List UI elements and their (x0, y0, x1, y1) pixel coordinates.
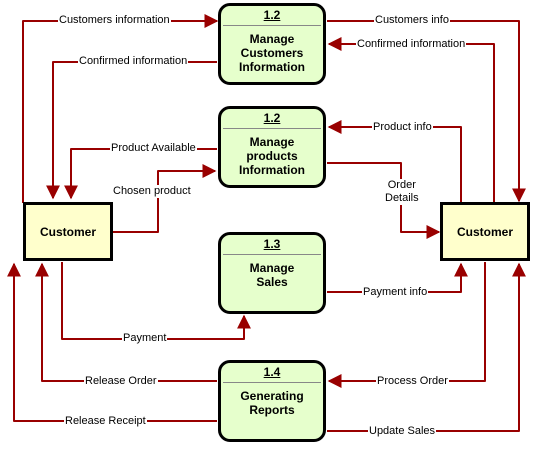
process-number: 1.2 (263, 111, 281, 125)
process-name: Generating Reports (240, 389, 304, 417)
flow-label-update-sales: Update Sales (368, 425, 437, 438)
flow-label-release-order: Release Order (84, 375, 158, 388)
flow-label-payment: Payment (122, 332, 168, 345)
flow-label-product-info: Product info (372, 121, 433, 134)
flow-label-payment-info: Payment info (362, 286, 429, 299)
flow-chosen-product-arrow (113, 164, 217, 233)
flow-label-confirmed-information-right: Confirmed information (356, 38, 467, 51)
process-number: 1.2 (263, 8, 281, 22)
process-name: Manage Sales (249, 261, 295, 289)
flow-label-order-details: Order Details (384, 179, 420, 205)
process-number: 1.3 (263, 237, 281, 251)
process-name: Manage Customers Information (239, 32, 305, 74)
flow-label-product-available: Product Available (110, 142, 197, 155)
flow-label-customers-information: Customers information (58, 14, 171, 27)
flow-payment-arrow (61, 262, 251, 340)
flow-release-order-arrow (35, 262, 217, 382)
process-number: 1.4 (263, 365, 281, 379)
flow-confirmed-information-left-arrow (46, 61, 217, 200)
process-name: Manage products Information (239, 135, 305, 177)
process-manage-customers[interactable]: 1.2 Manage Customers Information (218, 3, 326, 85)
customer-entity-left[interactable]: Customer (23, 202, 113, 261)
flow-order-details-arrow (327, 162, 441, 239)
process-generating-reports[interactable]: 1.4 Generating Reports (218, 360, 326, 442)
process-manage-products[interactable]: 1.2 Manage products Information (218, 106, 326, 188)
flow-label-confirmed-information-left: Confirmed information (78, 55, 189, 68)
flow-label-chosen-product: Chosen product (112, 185, 192, 198)
process-divider (223, 128, 321, 129)
process-divider (223, 382, 321, 383)
flow-label-process-order: Process Order (376, 375, 449, 388)
flow-release-receipt-arrow (6, 262, 217, 422)
flow-label-release-receipt: Release Receipt (64, 415, 147, 428)
customer-entity-right[interactable]: Customer (440, 202, 530, 261)
process-divider (223, 25, 321, 26)
process-manage-sales[interactable]: 1.3 Manage Sales (218, 232, 326, 314)
flow-label-customers-info: Customers info (374, 14, 450, 27)
process-divider (223, 254, 321, 255)
